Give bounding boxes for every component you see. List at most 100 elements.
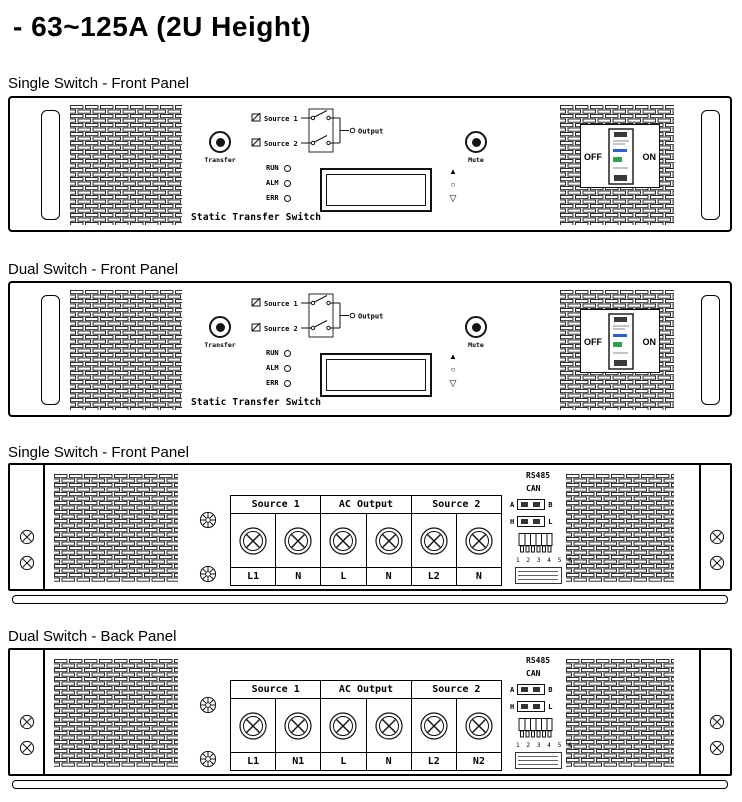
led-run-indicator [283, 349, 291, 357]
terminal-screw-icon [465, 526, 493, 555]
port-h-label: H [510, 517, 515, 526]
terminal-cell [367, 699, 412, 752]
mute-button-label: Mute [468, 156, 484, 164]
panhead-screw-icon [199, 511, 217, 529]
left-vent-grille [70, 105, 182, 225]
terminal-label: N [475, 571, 482, 582]
screw-icon [709, 529, 725, 545]
up-key-icon: ▲ [449, 167, 457, 176]
off-label: OFF [584, 337, 602, 347]
group-header-source1: Source 1 [231, 496, 322, 513]
terminal-screws-row [231, 514, 501, 568]
port-a-label: A [510, 685, 515, 694]
lcd-screen [326, 174, 426, 206]
led-alm-indicator [283, 179, 291, 187]
mute-button-label: Mute [468, 341, 484, 349]
terminal-screw-icon [374, 526, 403, 555]
port-a-label: A [510, 500, 515, 509]
rs485-label: RS485 [526, 656, 551, 665]
lcd-keys: ▲ ○ ▽ [449, 167, 457, 203]
source2-breaker-icon [251, 323, 261, 332]
led-alm: ALM [266, 179, 291, 187]
terminal-cell [457, 514, 501, 567]
screw-icon [19, 740, 35, 756]
group-header-source2: Source 2 [432, 499, 481, 510]
section-label-4: Dual Switch - Back Panel [8, 628, 177, 645]
source-routing-diagram: Source 1 Source 2 Output [251, 108, 383, 153]
right-vent-grille [566, 659, 674, 767]
rs485-label: RS485 [526, 471, 551, 480]
screw-icon [709, 714, 725, 730]
source2-label: Source 2 [264, 325, 298, 333]
terminal-group-headers: Source 1 AC Output Source 2 [231, 681, 501, 699]
terminal-screw-icon [239, 711, 267, 740]
group-header-ac-output: AC Output [321, 681, 412, 698]
right-ear-divider [699, 465, 701, 589]
pin-strip-connector-icon [518, 533, 553, 553]
up-key-icon: ▲ [449, 352, 457, 361]
group-header-ac-output: AC Output [321, 496, 412, 513]
output-label: Output [358, 313, 383, 321]
terminal-label: L2 [412, 568, 457, 585]
terminal-labels-row: L1 N L N L2 N [231, 568, 501, 585]
terminal-screw-icon [374, 711, 403, 740]
down-key-icon: ▽ [449, 378, 457, 388]
terminal-label: N1 [276, 753, 322, 770]
transfer-button-label: Transfer [204, 156, 236, 164]
port-b-label: B [548, 500, 553, 509]
output-terminal-icon [349, 312, 356, 319]
enter-key-icon: ○ [450, 180, 456, 189]
right-ear-divider [699, 650, 701, 774]
terminal-screw-icon [284, 711, 312, 740]
can-label: CAN [526, 484, 541, 493]
lcd-display [320, 353, 432, 397]
panel-face: Source 1 AC Output Source 2 L1 N L N L2 … [8, 463, 732, 591]
right-flange [701, 110, 720, 220]
panhead-screw-icon [199, 696, 217, 714]
section-label-3: Single Switch - Front Panel [8, 444, 189, 461]
screw-icon [709, 555, 725, 571]
pin-strip-connector-icon [518, 718, 553, 738]
led-err: ERR [266, 194, 291, 202]
page-title: - 63~125A (2U Height) [13, 11, 312, 42]
terminal-block: Source 1 AC Output Source 2 L1 N1 L N L2… [230, 680, 502, 771]
section-label-1: Single Switch - Front Panel [8, 75, 189, 92]
mute-button [465, 131, 487, 153]
terminal-label: N [367, 753, 412, 770]
pin-legend-box [515, 752, 562, 769]
breaker-blue-mark [613, 149, 627, 152]
led-err-indicator [283, 194, 291, 202]
lcd-display [320, 168, 432, 212]
port-l-label: L [548, 517, 553, 526]
terminal-label: N [367, 568, 412, 585]
breaker-green-indicator [613, 342, 622, 347]
led-err-label: ERR [266, 194, 279, 202]
off-label: OFF [584, 152, 602, 162]
dual-switch-back-panel: Source 1 AC Output Source 2 L1 N1 L N L2… [8, 648, 732, 790]
left-vent-grille [70, 290, 182, 410]
terminal-screw-icon [329, 526, 358, 555]
terminal-cell [321, 699, 367, 752]
terminal-label: N [276, 568, 322, 585]
product-name: Static Transfer Switch [191, 397, 322, 408]
terminal-cell [231, 699, 277, 752]
led-run: RUN [266, 164, 291, 172]
transfer-button [209, 316, 231, 338]
breaker-window: OFF ON [580, 124, 660, 188]
group-header-source1: Source 1 [231, 681, 322, 698]
terminal-cell [276, 514, 322, 567]
rs485-port: A B [510, 684, 552, 695]
breaker-blue-mark [613, 334, 627, 337]
screw-icon [19, 555, 35, 571]
led-err-label: ERR [266, 379, 279, 387]
source1-breaker-icon [251, 113, 261, 122]
terminal-labels-row: L1 N1 L N L2 N2 [231, 753, 501, 770]
two-pin-connector-icon [517, 499, 546, 510]
led-alm-label: ALM [266, 179, 279, 187]
pin-numbers: 1 2 3 4 5 6 [516, 557, 574, 564]
source2-label: Source 2 [264, 140, 298, 148]
left-flange [41, 295, 60, 405]
terminal-label: L1 [231, 753, 277, 770]
screw-icon [19, 529, 35, 545]
terminal-screw-icon [239, 526, 267, 555]
